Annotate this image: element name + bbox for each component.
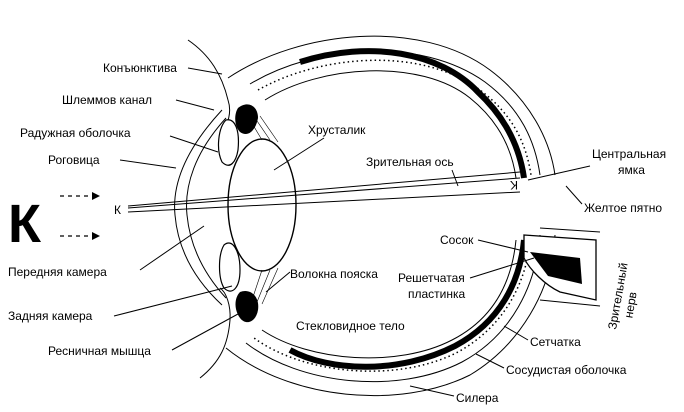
pointer-conjunctiva [187,67,223,75]
pointer-fovea [527,165,591,181]
label-lens: Хрусталик [308,123,366,137]
arrows [60,195,96,237]
optic-nerve-dark [530,252,582,284]
retina-upper [299,48,527,179]
pointer-visual-axis [451,169,459,187]
retina-lower [288,239,527,370]
pointer-macula [565,185,583,205]
pointer-nipple [477,239,529,253]
label-sclera: Силера [456,391,499,405]
arrow-head-lower [92,232,100,240]
ciliary-body-lower [235,290,259,323]
pointer-posterior-chamber [113,285,233,317]
ray-upper [127,171,521,207]
iris-lower [218,242,241,292]
label-optic-nerve: Зрительный нерв [605,262,640,331]
label-zonule-fibers: Волокна пояска [290,267,378,281]
label-vitreous: Стекловидное тело [296,319,405,333]
pointer-lamina [469,257,535,279]
label-lamina-1: Решетчатая [398,271,465,285]
label-nipple: Сосок [440,233,474,247]
label-macula: Желтое пятно [584,201,662,215]
arrow-head-upper [92,192,100,200]
label-retina: Сетчатка [530,335,581,349]
label-schlemm-canal: Шлеммов канал [62,93,152,107]
sclera-outline [225,35,556,397]
pointer-anterior-chamber [139,225,205,271]
pointer-ciliary [171,313,239,351]
zonule-fibers [249,115,279,305]
label-visual-axis: Зрительная ось [366,155,454,169]
small-letter: К [114,203,121,217]
ciliary-body-upper [235,104,258,135]
conjunctiva-upper [187,39,231,131]
label-fovea-2: ямка [618,163,645,177]
pointer-sclera [409,385,455,397]
pointer-retina [503,325,529,341]
ray-upper-2 [127,177,521,209]
label-choroid: Сосудистая оболочка [506,363,627,377]
optic-nerve-sheath [539,227,601,307]
stimulus-letter: К [8,194,42,254]
ray-lower [127,191,521,213]
label-ciliary-muscle: Ресничная мышца [48,344,151,358]
pointer-cornea [119,159,177,169]
pointer-zonule [265,271,291,293]
inverted-image-k: K [510,178,518,192]
pointer-lens [273,137,325,171]
pointer-schlemm [175,99,215,111]
cornea-shape [174,109,223,306]
pointer-choroid [475,353,505,369]
label-cornea: Роговица [48,153,100,167]
label-iris: Радужная оболочка [20,126,131,140]
label-conjunctiva: Конъюнктива [103,61,177,75]
label-posterior-chamber: Задняя камера [8,309,93,323]
pointer-iris [169,135,219,153]
label-fovea-1: Центральная [592,147,666,161]
retina-inner [261,70,517,359]
conjunctiva-lower [199,287,231,379]
iris-upper [217,119,240,166]
label-optic-nerve-2: нерв [621,291,639,319]
label-lamina-2: пластинка [408,287,466,301]
label-anterior-chamber: Передняя камера [8,265,107,279]
